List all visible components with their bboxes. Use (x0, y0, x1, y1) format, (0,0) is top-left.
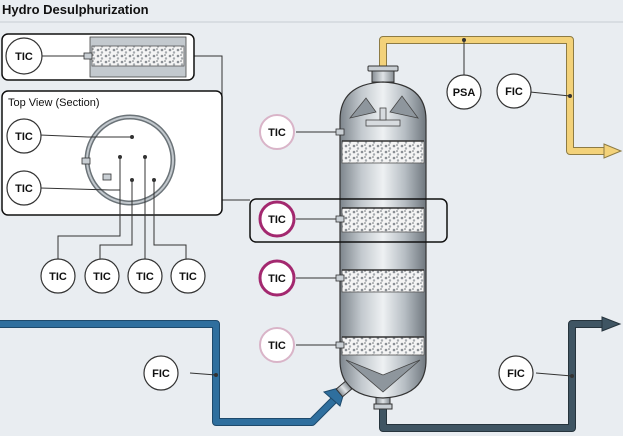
tic-top-view-2[interactable]: TIC (6, 170, 42, 206)
reactor-vessel (335, 65, 427, 410)
top-view-leads (57, 157, 187, 260)
tic-reactor-1[interactable]: TIC (259, 114, 295, 150)
fic-hydrogen[interactable]: FIC (496, 73, 532, 109)
product-line (379, 316, 622, 432)
hydrogen-line (379, 36, 623, 159)
top-view-label: Top View (Section) (8, 97, 100, 109)
page-title: Hydro Desulphurization (2, 2, 149, 17)
svg-text:TIC: TIC (15, 51, 33, 63)
svg-text:FIC: FIC (152, 368, 170, 380)
top-view-box (1, 90, 223, 216)
svg-text:TIC: TIC (49, 271, 67, 283)
tic-bottom-1[interactable]: TIC (40, 258, 76, 294)
feed-line (0, 320, 347, 426)
svg-text:TIC: TIC (268, 273, 286, 285)
psa-indicator[interactable]: PSA (446, 74, 482, 110)
svg-text:FIC: FIC (505, 86, 523, 98)
svg-text:TIC: TIC (179, 271, 197, 283)
flow-taps (214, 38, 574, 378)
tic-detail[interactable]: TIC (5, 37, 43, 75)
bed-detail-box (1, 33, 195, 81)
tic-top-view-1[interactable]: TIC (6, 118, 42, 154)
svg-text:FIC: FIC (507, 368, 525, 380)
svg-text:TIC: TIC (15, 183, 33, 195)
tic-reactor-2[interactable]: TIC (258, 200, 296, 238)
svg-text:PSA: PSA (453, 87, 476, 99)
tic-bottom-2[interactable]: TIC (84, 258, 120, 294)
tic-bottom-3[interactable]: TIC (127, 258, 163, 294)
svg-text:TIC: TIC (136, 271, 154, 283)
svg-text:TIC: TIC (268, 127, 286, 139)
svg-text:TIC: TIC (93, 271, 111, 283)
svg-text:TIC: TIC (15, 131, 33, 143)
svg-text:TIC: TIC (268, 214, 286, 226)
fic-outlet[interactable]: FIC (498, 355, 534, 391)
svg-text:TIC: TIC (268, 340, 286, 352)
tic-reactor-3[interactable]: TIC (258, 259, 296, 297)
fic-feed[interactable]: FIC (143, 355, 179, 391)
tic-reactor-4[interactable]: TIC (259, 327, 295, 363)
tic-bottom-4[interactable]: TIC (170, 258, 206, 294)
bed-highlight-frame (249, 198, 448, 243)
